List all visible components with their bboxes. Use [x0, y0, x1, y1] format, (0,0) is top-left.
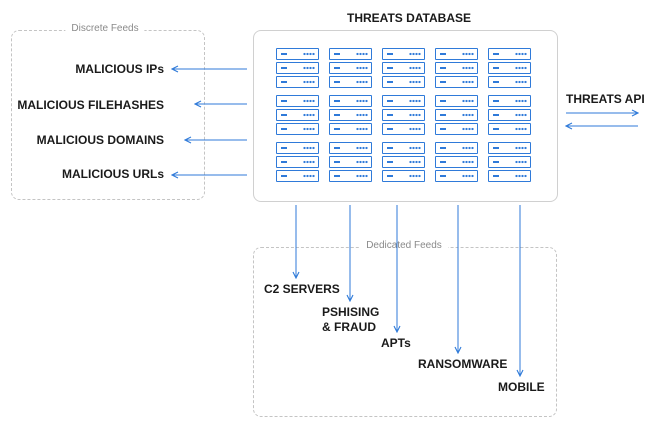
server-rack-icon	[488, 142, 531, 182]
feed-malicious-filehashes: MALICIOUS FILEHASHES	[17, 98, 164, 112]
feed-phishing-fraud: PSHISING & FRAUD	[322, 305, 380, 334]
server-rack-icon	[329, 95, 372, 135]
server-rack-icon	[382, 142, 425, 182]
server-rack-icon	[276, 142, 319, 182]
server-rack-icon	[488, 48, 531, 88]
feed-ransomware: RANSOMWARE	[418, 357, 508, 371]
server-rack-icon	[435, 95, 478, 135]
server-rack-icon	[435, 48, 478, 88]
server-rack-icon	[329, 142, 372, 182]
feed-apts: APTs	[381, 336, 411, 350]
server-rack-icon	[329, 48, 372, 88]
feed-c2-servers: C2 SERVERS	[264, 282, 340, 296]
dedicated-feeds-label: Dedicated Feeds	[360, 240, 448, 251]
threats-api-label: THREATS API	[566, 92, 645, 106]
discrete-feeds-label: Discrete Feeds	[65, 23, 145, 34]
server-rack-icon	[435, 142, 478, 182]
feed-mobile: MOBILE	[498, 380, 545, 394]
server-rack-icon	[382, 95, 425, 135]
server-rack-icon	[276, 48, 319, 88]
feed-malicious-domains: MALICIOUS DOMAINS	[36, 133, 164, 147]
feed-malicious-urls: MALICIOUS URLs	[62, 167, 164, 181]
threats-database-title: THREATS DATABASE	[347, 11, 471, 25]
server-rack-icon	[276, 95, 319, 135]
server-rack-icon	[382, 48, 425, 88]
feed-malicious-ips: MALICIOUS IPs	[75, 62, 164, 76]
server-rack-icon	[488, 95, 531, 135]
